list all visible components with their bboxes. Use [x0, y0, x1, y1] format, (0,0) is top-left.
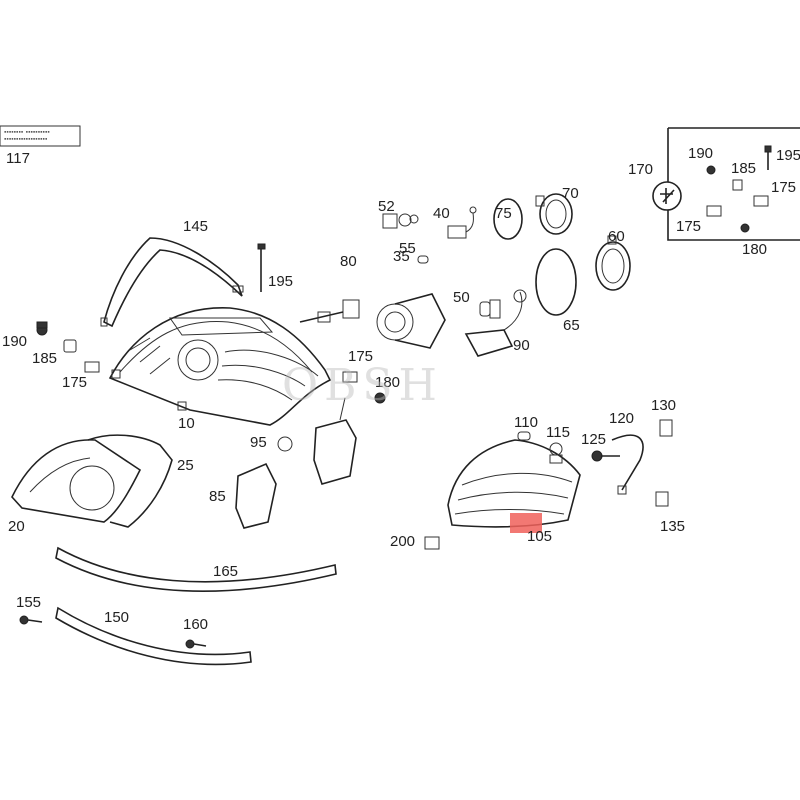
label-plate-117: ▪▪▪▪▪▪▪▪ ▪▪▪▪▪▪▪▪▪▪ ▪▪▪▪▪▪▪▪▪▪▪▪▪▪▪▪▪▪ — [0, 125, 81, 147]
part-185-box: 185 — [731, 160, 756, 177]
part-185-left: 185 — [32, 350, 57, 367]
svg-text:▪▪▪▪▪▪▪▪ ▪▪▪▪▪▪▪▪▪▪: ▪▪▪▪▪▪▪▪ ▪▪▪▪▪▪▪▪▪▪ — [4, 129, 50, 134]
screw-190-box — [706, 165, 716, 175]
trim-strip-145 — [100, 237, 244, 328]
screw-160 — [185, 639, 207, 649]
screw-180-mid — [374, 392, 386, 404]
part-175-left: 175 — [62, 374, 87, 391]
bulb-50 — [479, 299, 501, 319]
part-145: 145 — [183, 218, 208, 235]
gasket-25 — [87, 434, 173, 528]
part-50: 50 — [453, 289, 470, 306]
nut-95 — [277, 436, 293, 452]
ballast-85 — [235, 462, 277, 529]
highlight-box-105 — [510, 513, 542, 533]
part-65: 65 — [563, 317, 580, 334]
part-95: 95 — [250, 434, 267, 451]
grommet-185-box — [732, 179, 743, 191]
clip-200 — [424, 536, 440, 550]
trim-strip-150 — [55, 606, 252, 666]
part-195-mid: 195 — [268, 273, 293, 290]
part-195-box: 195 — [776, 147, 800, 164]
part-70: 70 — [562, 185, 579, 202]
watermark: OBSH — [282, 360, 443, 411]
mounting-ring-70 — [535, 193, 573, 235]
clip-130 — [659, 419, 673, 437]
bulb-110 — [517, 431, 531, 441]
part-175-mid: 175 — [348, 348, 373, 365]
clip-175-box-top — [753, 195, 769, 207]
screw-190-left — [36, 321, 48, 336]
part-110: 110 — [514, 414, 538, 431]
repair-kit-box-170 — [652, 127, 800, 241]
part-25: 25 — [177, 457, 194, 474]
part-85: 85 — [209, 488, 226, 505]
bulb-socket-115 — [549, 442, 563, 464]
part-155: 155 — [16, 594, 41, 611]
screw-195 — [257, 243, 266, 292]
part-20: 20 — [8, 518, 25, 535]
part-135: 135 — [660, 518, 685, 535]
part-150: 150 — [104, 609, 129, 626]
connector-80 — [299, 299, 360, 323]
bracket-120 — [611, 434, 644, 495]
control-unit-ballast — [313, 397, 357, 485]
part-180-box: 180 — [742, 241, 767, 258]
part-75: 75 — [495, 205, 512, 222]
part-190-left: 190 — [2, 333, 27, 350]
clip-175-box-left — [706, 205, 722, 217]
clip-175-mid — [342, 371, 358, 383]
part-175-box-left: 175 — [676, 218, 701, 235]
screw-180-box — [740, 223, 750, 233]
trim-strip-165 — [55, 546, 337, 592]
part-105: 105 — [527, 528, 552, 545]
part-115: 115 — [546, 424, 570, 441]
mounting-ring-60 — [595, 235, 631, 291]
part-200: 200 — [390, 533, 415, 550]
part-90: 90 — [513, 337, 530, 354]
headlamp-housing-10 — [108, 307, 332, 426]
part-55: 55 — [399, 240, 416, 257]
part-120: 120 — [609, 410, 634, 427]
bulb-52 — [382, 213, 419, 229]
part-170: 170 — [628, 161, 653, 178]
wrench-icon — [660, 188, 675, 204]
grommet-185-left — [63, 339, 77, 353]
part-175-box-top: 175 — [771, 179, 796, 196]
part-130: 130 — [651, 397, 676, 414]
part-165: 165 — [213, 563, 238, 580]
part-190-box: 190 — [688, 145, 713, 162]
part-35: 35 — [393, 248, 410, 265]
screw-195-box — [764, 145, 772, 153]
bulb-55 — [417, 255, 429, 264]
screw-125 — [591, 450, 620, 462]
clip-175-left — [84, 361, 100, 373]
part-10: 10 — [178, 415, 195, 432]
part-80: 80 — [340, 253, 357, 270]
screw-155 — [19, 615, 43, 625]
indicator-lamp-105 — [447, 439, 581, 528]
part-52: 52 — [378, 198, 395, 215]
ignitor-90 — [464, 289, 527, 357]
bulb-holder-40 — [447, 206, 477, 239]
seal-ring-75 — [493, 198, 523, 240]
part-180-mid: 180 — [375, 374, 400, 391]
part-117: 117 — [6, 150, 30, 167]
part-40: 40 — [433, 205, 450, 222]
part-160: 160 — [183, 616, 208, 633]
part-125: 125 — [581, 431, 606, 448]
svg-text:▪▪▪▪▪▪▪▪▪▪▪▪▪▪▪▪▪▪: ▪▪▪▪▪▪▪▪▪▪▪▪▪▪▪▪▪▪ — [4, 136, 47, 141]
projector-35 — [376, 293, 446, 349]
clip-135 — [655, 491, 669, 507]
seal-ring-65 — [535, 248, 577, 316]
part-60: 60 — [608, 228, 625, 245]
lens-20 — [11, 439, 142, 523]
